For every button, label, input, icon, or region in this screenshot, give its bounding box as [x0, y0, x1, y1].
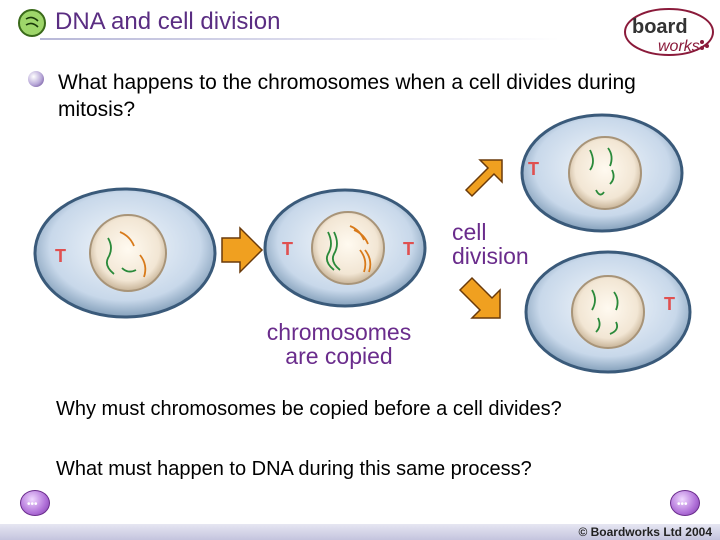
mitosis-diagram: T T T T T [33, 113, 692, 374]
footer-bar [0, 524, 720, 540]
dna-icon[interactable] [18, 9, 46, 37]
boardworks-logo: board works [622, 6, 716, 58]
question-why-copied: Why must chromosomes be copied before a … [56, 398, 562, 420]
cell-division-label-line2: division [452, 243, 529, 269]
parent-cell: T [33, 187, 217, 319]
daughter-cell-top: T [520, 113, 684, 233]
next-dots-icon: ••• [677, 499, 688, 510]
question-dna-process: What must happen to DNA during this same… [56, 458, 532, 480]
previous-dots-icon: ••• [27, 499, 38, 510]
page-title: DNA and cell division [55, 8, 281, 35]
svg-text:board: board [632, 16, 688, 38]
daughter-cell-bottom: T [524, 250, 692, 374]
chromosomes-copied-line1: chromosomes [266, 319, 412, 345]
copied-cell: T T [263, 188, 427, 308]
svg-text:T: T [664, 294, 675, 314]
chromosomes-copied-label: chromosomes are copied [244, 320, 434, 368]
svg-text:T: T [403, 239, 414, 259]
svg-text:T: T [528, 159, 539, 179]
svg-text:T: T [55, 246, 66, 266]
cell-division-label-line1: cell [452, 219, 487, 245]
chromosomes-copied-line2: are copied [285, 343, 393, 369]
arrow-right [221, 226, 264, 274]
title-divider [40, 38, 560, 40]
cell-division-label: cell division [452, 220, 529, 268]
previous-button[interactable]: ••• [20, 490, 50, 516]
bullet-icon [28, 71, 44, 87]
copyright-text: © Boardworks Ltd 2004 [578, 525, 712, 539]
arrow-down-right [458, 276, 501, 319]
next-button[interactable]: ••• [670, 490, 700, 516]
arrow-up-right [464, 159, 503, 198]
svg-text:works: works [658, 38, 700, 55]
main-question: What happens to the chromosomes when a c… [58, 71, 636, 121]
svg-text:T: T [282, 239, 293, 259]
